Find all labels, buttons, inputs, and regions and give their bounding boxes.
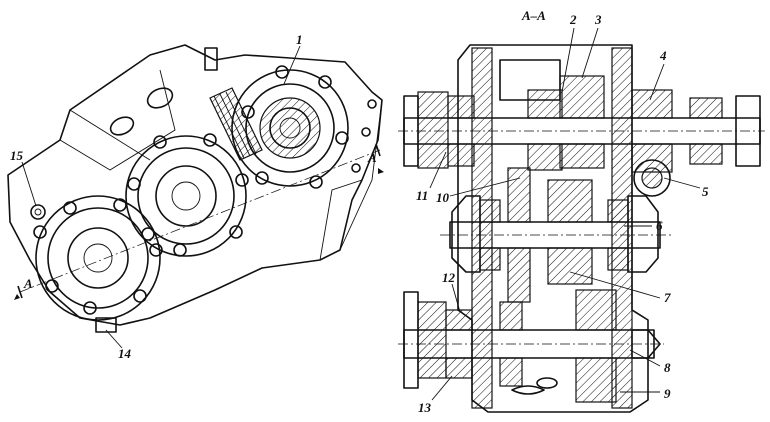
callout-3: 3 (594, 12, 602, 27)
callout-10: 10 (436, 190, 450, 205)
callout-15: 15 (10, 148, 24, 163)
callout-11: 11 (416, 188, 428, 203)
lower-shaft (398, 289, 664, 403)
callout-14: 14 (118, 346, 132, 361)
callout-8: 8 (664, 360, 671, 375)
callout-1: 1 (296, 32, 303, 47)
callout-labels: A–A A A 1 2 3 4 5 6 7 8 9 10 11 12 13 14… (10, 8, 709, 415)
section-view-a-a (398, 44, 765, 413)
callout-12: 12 (442, 270, 456, 285)
callout-7: 7 (664, 290, 671, 305)
callout-6: 6 (656, 218, 663, 233)
section-mark-a-left: A (23, 276, 33, 291)
bearing-cover-left (33, 195, 163, 321)
section-mark-a-right: A (367, 150, 377, 165)
callout-13: 13 (418, 400, 432, 415)
callout-4: 4 (659, 48, 667, 63)
middle-shaft (440, 167, 672, 303)
bearing-cover-middle (125, 133, 249, 257)
housing-external-view (7, 44, 384, 333)
callout-5: 5 (702, 184, 709, 199)
upper-shaft (398, 75, 765, 197)
bearing-cover-upper (209, 65, 349, 189)
leader-lines (21, 27, 701, 401)
callout-2: 2 (569, 12, 577, 27)
callout-9: 9 (664, 386, 671, 401)
section-title: A–A (521, 8, 546, 23)
